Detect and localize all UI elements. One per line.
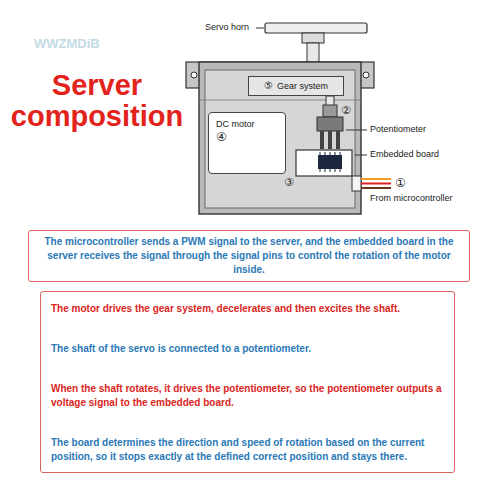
potentiometer-leg	[320, 131, 324, 149]
power-wire	[361, 183, 391, 185]
title: Server composition	[4, 70, 190, 133]
signal-wire	[361, 178, 391, 180]
step-box: When the shaft rotates, it drives the po…	[51, 382, 444, 410]
housing-seam	[199, 100, 361, 101]
step-box: The shaft of the servo is connected to a…	[51, 342, 444, 356]
info-box: The microcontroller sends a PWM signal t…	[28, 230, 470, 282]
servo-housing	[199, 62, 361, 214]
mount-hole	[191, 72, 197, 78]
node-text: DC motor	[216, 119, 255, 130]
part-label: Embedded board	[370, 149, 439, 159]
node-text: The board determines the direction and s…	[51, 436, 444, 464]
potentiometer-body	[317, 117, 343, 131]
servo-horn	[265, 23, 367, 33]
output-shaft	[307, 43, 319, 63]
watermark: WWZMDiB	[34, 36, 100, 51]
callout-number: ④	[216, 130, 227, 144]
callout-number: ②	[341, 104, 351, 117]
gear-band: ⑤ Gear system	[248, 76, 344, 96]
node-text: The microcontroller sends a PWM signal t…	[37, 235, 461, 277]
node-text: Gear system	[277, 81, 328, 92]
chip-pins	[320, 152, 340, 172]
node-text: When the shaft rotates, it drives the po…	[51, 382, 444, 410]
wire-connector	[352, 176, 361, 191]
potentiometer-stem	[323, 105, 337, 117]
node-text: The motor drives the gear system, decele…	[51, 302, 444, 316]
leader-line	[346, 130, 367, 131]
leader-line	[355, 155, 367, 156]
part-label: From microcontroller	[370, 193, 453, 203]
step-box: The board determines the direction and s…	[51, 436, 444, 464]
potentiometer-leg	[336, 131, 340, 149]
node-text: The shaft of the servo is connected to a…	[51, 342, 444, 356]
part-label: Servo horn	[205, 22, 249, 32]
callout-number: ⑤	[264, 80, 273, 92]
housing-inner	[205, 70, 355, 208]
step-box: The motor drives the gear system, decele…	[51, 302, 444, 316]
callout-number: ③	[284, 176, 294, 189]
mount-hole	[363, 72, 369, 78]
ground-wire	[361, 187, 391, 189]
potentiometer-leg	[328, 131, 332, 149]
motor-box: DC motor④	[208, 112, 286, 174]
chip	[318, 155, 342, 169]
leader-line	[256, 28, 264, 29]
part-label: Potentiometer	[370, 124, 426, 134]
callout-number: ①	[395, 176, 406, 190]
horn-hub	[302, 33, 324, 43]
embedded-board	[296, 150, 352, 176]
flow-box: The motor drives the gear system, decele…	[40, 291, 455, 473]
